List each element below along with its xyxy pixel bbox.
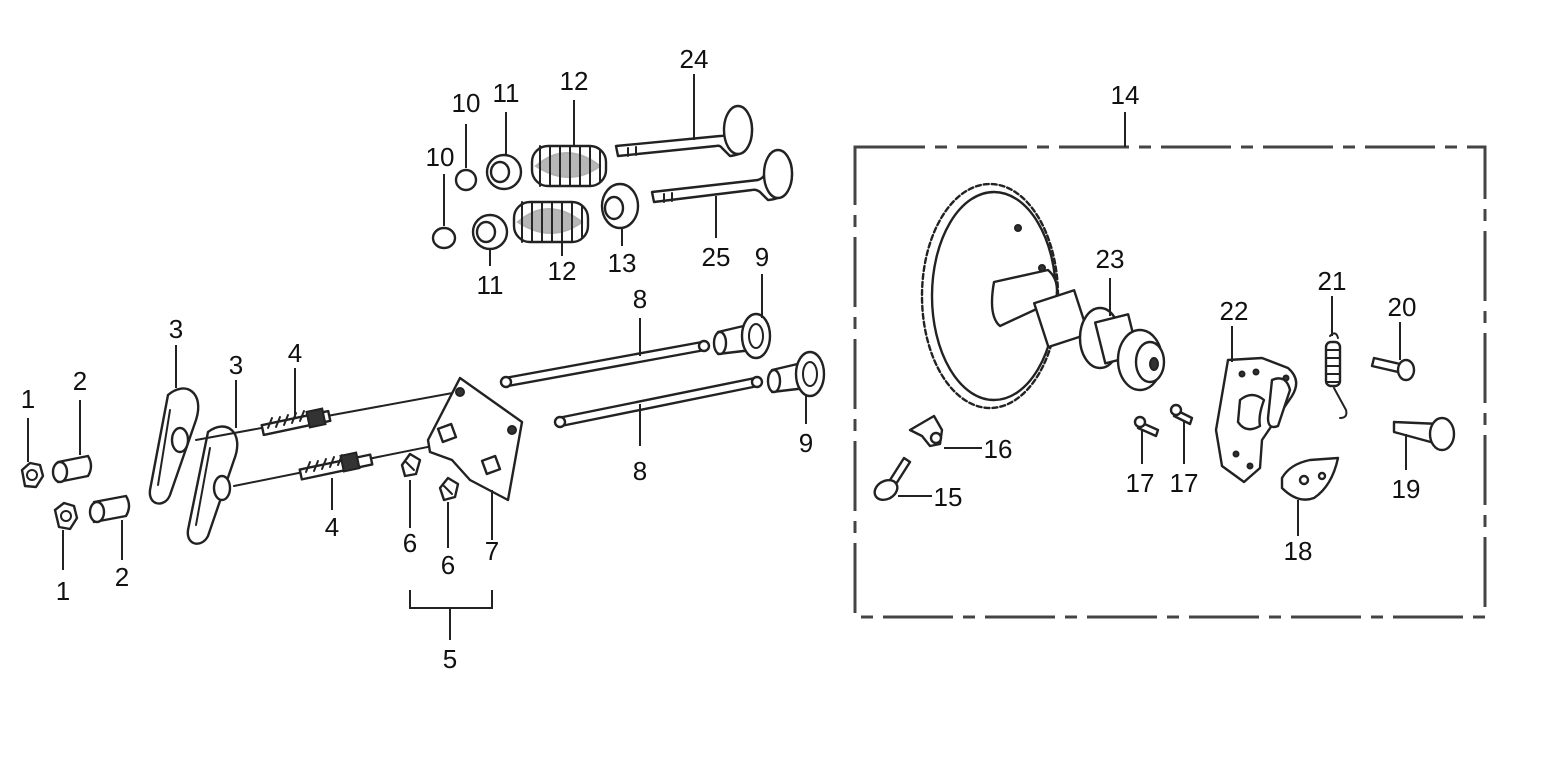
callout-12b: 12: [548, 256, 577, 286]
callout-17a: 17: [1126, 468, 1155, 498]
camshaft-gear-part-23: [920, 182, 1166, 410]
callout-4b: 4: [325, 512, 339, 542]
callout-21: 21: [1318, 266, 1347, 296]
callout-11b: 11: [477, 270, 504, 300]
screw-part-17-right: [1169, 403, 1194, 426]
screw-part-17-left: [1133, 415, 1160, 438]
spring-part-21: [1324, 332, 1348, 419]
callout-15: 15: [934, 482, 963, 512]
callout-10a: 10: [452, 88, 481, 118]
callout-12a: 12: [560, 66, 589, 96]
callout-4a: 4: [288, 338, 302, 368]
bolt-part-20: [1370, 356, 1416, 382]
callout-9b: 9: [799, 428, 813, 458]
callout-3a: 3: [169, 314, 183, 344]
callout-11a: 11: [493, 78, 520, 108]
tappet-part-9-upper: [712, 312, 772, 360]
callout-19: 19: [1392, 474, 1421, 504]
nut-part-1-lower: [53, 501, 79, 531]
callout-13: 13: [608, 248, 637, 278]
rocker-arm-part-3-upper: [148, 387, 200, 505]
callout-1a: 1: [21, 384, 35, 414]
guide-part-6-left: [400, 452, 422, 478]
callout-3b: 3: [229, 350, 243, 380]
pin-part-15: [873, 456, 912, 502]
callout-8b: 8: [633, 456, 647, 486]
callout-16: 16: [984, 434, 1013, 464]
guide-plate-part-7: [426, 376, 524, 502]
callout-25: 25: [702, 242, 731, 272]
callout-14: 14: [1111, 80, 1140, 110]
callout-7: 7: [485, 536, 499, 566]
valve-part-24: [614, 104, 754, 158]
shaft-pin-part-19: [1392, 416, 1456, 452]
push-rod-part-8-upper: [499, 339, 711, 389]
callout-17b: 17: [1170, 468, 1199, 498]
callout-23: 23: [1096, 244, 1125, 274]
callout-18: 18: [1284, 536, 1313, 566]
callout-2b: 2: [115, 562, 129, 592]
callout-5: 5: [443, 644, 457, 674]
bushing-part-2-upper: [51, 454, 93, 484]
valve-spring-part-12-upper: [530, 144, 608, 188]
bushing-part-2-lower: [88, 494, 131, 524]
callout-2a: 2: [73, 366, 87, 396]
nut-part-1-upper: [20, 461, 45, 489]
stud-part-4-lower: [298, 451, 374, 481]
callout-9a: 9: [755, 242, 769, 272]
callout-22: 22: [1220, 296, 1249, 326]
keeper-part-10-upper: [454, 168, 478, 192]
callout-6a: 6: [403, 528, 417, 558]
assembly-14-frame: [853, 145, 1487, 619]
governor-plate-part-22: [1214, 356, 1298, 484]
callout-6b: 6: [441, 550, 455, 580]
stud-part-4-upper: [260, 407, 332, 437]
retainer-part-11-upper: [485, 153, 523, 191]
valve-seal-part-13: [600, 182, 640, 230]
lever-part-18: [1280, 456, 1340, 501]
push-rod-part-8-lower: [553, 375, 764, 429]
valve-spring-part-12-lower: [512, 200, 590, 244]
retainer-part-11-lower: [471, 213, 509, 251]
guide-part-6-right: [438, 476, 460, 502]
callout-1b: 1: [56, 576, 70, 606]
callout-8a: 8: [633, 284, 647, 314]
bracket-5: [409, 590, 493, 609]
callout-10b: 10: [426, 142, 455, 172]
flyweight-part-16: [908, 414, 944, 448]
callout-24: 24: [680, 44, 709, 74]
rocker-arm-part-3-lower: [186, 425, 239, 545]
keeper-part-10-lower: [431, 226, 457, 250]
callout-20: 20: [1388, 292, 1417, 322]
tappet-part-9-lower: [766, 350, 826, 398]
valve-part-25: [650, 148, 794, 204]
